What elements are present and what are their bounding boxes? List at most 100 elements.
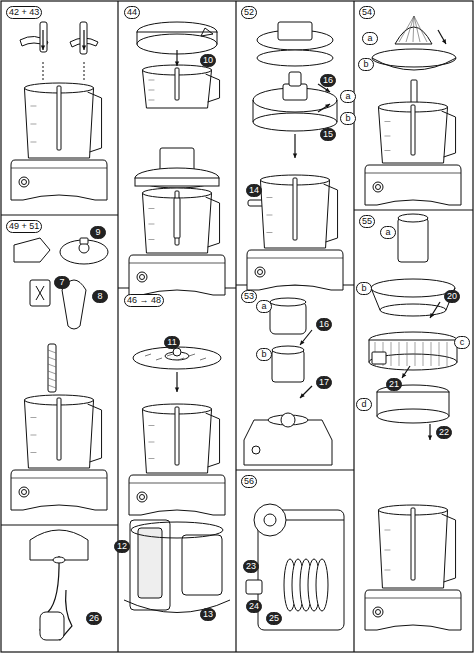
drawing-stroke: [148, 100, 154, 101]
drawing-stroke: [236, 469, 354, 470]
drawing-stroke: [365, 590, 461, 630]
drawing-stroke: [402, 366, 410, 378]
callout-number: 23: [243, 560, 259, 573]
drawing-stroke: [53, 557, 65, 563]
drawing-stroke: [365, 165, 461, 205]
drawing-stroke: [414, 16, 420, 42]
drawing-stroke: [380, 304, 446, 316]
drawing-stroke: [365, 598, 461, 599]
callout-number: 52: [241, 6, 257, 19]
drawing-stroke: [145, 354, 151, 356]
drawing-stroke: [140, 495, 145, 500]
drawing-stroke: [442, 111, 456, 157]
callout-number: 20: [444, 290, 460, 303]
drawing-stroke: [48, 344, 56, 392]
drawing-stroke: [318, 104, 330, 112]
drawing-stroke: [200, 358, 206, 360]
drawing-stroke: [372, 58, 456, 70]
drawing-stroke: [415, 342, 416, 366]
drawing-stroke: [399, 16, 414, 42]
drawing-stroke: [19, 177, 29, 187]
drawing-stroke: [384, 121, 390, 122]
drawing-stroke: [129, 483, 225, 484]
drawing-stroke: [156, 358, 162, 360]
drawing-stroke: [40, 612, 64, 640]
drawing-stroke: [175, 407, 179, 465]
drawing-stroke: [373, 607, 383, 617]
drawing-stroke: [129, 263, 225, 264]
drawing-stroke: [48, 378, 56, 381]
drawing-stroke: [266, 232, 272, 233]
drawing-stroke: [140, 275, 145, 280]
drawing-stroke: [247, 258, 343, 259]
drawing-stroke: [376, 185, 381, 190]
drawing-stroke: [40, 556, 72, 640]
callout-number: 12: [114, 540, 130, 553]
drawing-stroke: [30, 106, 36, 107]
callout-number: a: [340, 90, 356, 103]
drawing-stroke: [11, 470, 107, 510]
drawing-stroke: [402, 373, 406, 378]
drawing-stroke: [354, 209, 473, 210]
drawing-stroke: [1, 214, 118, 215]
drawing-stroke: [11, 478, 107, 479]
drawing-stroke: [36, 286, 44, 300]
drawing-stroke: [266, 197, 272, 198]
drawing-stroke: [175, 68, 179, 100]
callout-number: b: [256, 348, 272, 361]
drawing-stroke: [11, 168, 107, 169]
callout-number: 46 → 48: [124, 294, 164, 307]
drawing-stroke: [206, 74, 220, 102]
drawing-stroke: [206, 197, 220, 247]
drawing-stroke: [80, 238, 88, 244]
callout-number: 21: [386, 378, 402, 391]
drawing-stroke: [247, 250, 343, 290]
drawing-stroke: [384, 136, 390, 137]
drawing-stroke: [423, 342, 424, 366]
drawing-stroke: [300, 386, 312, 398]
drawing-stroke: [22, 180, 27, 185]
callout-number: b: [358, 58, 374, 71]
callout-number: 55: [359, 215, 375, 228]
drawing-stroke: [438, 30, 446, 44]
drawing-stroke: [30, 417, 36, 418]
drawing-stroke: [148, 90, 154, 91]
drawing-stroke: [391, 342, 392, 366]
drawing-stroke: [148, 425, 154, 426]
drawing-stroke: [48, 371, 56, 374]
drawing-stroke: [11, 160, 107, 200]
drawing-stroke: [30, 530, 88, 560]
drawing-stroke: [14, 238, 50, 262]
drawing-stroke: [430, 302, 440, 318]
drawing-stroke: [266, 215, 272, 216]
drawing-stroke: [442, 39, 446, 44]
drawing-stroke: [407, 342, 408, 366]
drawing-stroke: [257, 50, 333, 66]
drawing-stroke: [384, 150, 390, 151]
drawing-stroke: [178, 358, 184, 360]
drawing-stroke: [137, 492, 147, 502]
callout-number: c: [454, 336, 470, 349]
drawing-stroke: [411, 508, 415, 580]
drawing-stroke: [80, 22, 87, 54]
drawing-stroke: [431, 342, 432, 366]
drawing-stroke: [428, 435, 432, 440]
drawing-stroke: [253, 100, 337, 122]
drawing-stroke: [272, 350, 304, 382]
drawing-stroke: [411, 80, 417, 104]
callout-number: 16: [316, 318, 332, 331]
callout-number: 24: [246, 600, 262, 613]
drawing-stroke: [117, 1, 118, 652]
drawing-stroke: [442, 514, 456, 582]
drawing-stroke: [40, 22, 47, 52]
drawing-stroke: [324, 184, 338, 242]
drawing-stroke: [316, 559, 328, 611]
drawing-stroke: [174, 198, 180, 238]
drawing-stroke: [373, 182, 383, 192]
drawing-stroke: [148, 239, 154, 240]
callout-number: a: [362, 32, 378, 45]
drawing-stroke: [19, 487, 29, 497]
drawing-stroke: [270, 298, 306, 306]
